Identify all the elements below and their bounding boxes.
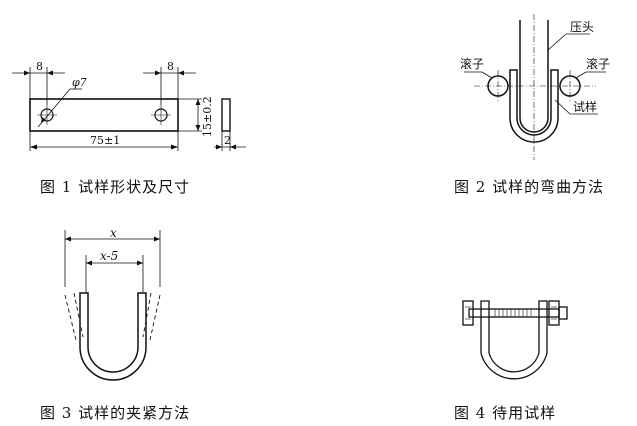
length-label: 75±1 bbox=[90, 134, 120, 147]
inner-width-label: x-5 bbox=[100, 249, 118, 263]
hole-diameter-label: φ7 bbox=[72, 76, 87, 89]
figure-3-caption: 图 3 试样的夹紧方法 bbox=[40, 404, 191, 422]
thickness-label: 2 bbox=[224, 134, 231, 147]
roller-right-label: 滚子 bbox=[586, 56, 610, 71]
outer-width-label: x bbox=[110, 226, 117, 240]
ready-specimen bbox=[480, 300, 548, 380]
specimen-bar bbox=[29, 98, 179, 132]
nut-right bbox=[548, 300, 560, 326]
dim-left-8: 8 bbox=[36, 60, 43, 73]
roller-left-label: 滚子 bbox=[460, 56, 484, 71]
dim-right-8: 8 bbox=[167, 60, 174, 73]
figure-4-caption: 图 4 待用试样 bbox=[454, 404, 557, 422]
height-label: 15±0.2 bbox=[201, 96, 214, 137]
figure-1-caption: 图 1 试样形状及尺寸 bbox=[40, 178, 191, 196]
figure-2-bending-method: 压头 滚子 滚子 试样 bbox=[460, 14, 610, 160]
press-head bbox=[519, 20, 549, 133]
nut-left bbox=[462, 300, 474, 326]
figure-2-caption: 图 2 试样的弯曲方法 bbox=[454, 178, 605, 196]
press-head-label: 压头 bbox=[570, 20, 594, 34]
specimen-side-view bbox=[221, 98, 231, 132]
figure-3-clamping-method: x x-5 bbox=[64, 226, 161, 381]
clamped-specimen bbox=[79, 292, 147, 381]
bolt-rod bbox=[468, 308, 560, 318]
specimen-label: 试样 bbox=[573, 99, 597, 114]
bent-specimen bbox=[509, 69, 559, 143]
figure-1-specimen-drawing: 8 8 φ7 75±1 15±0.2 2 bbox=[12, 60, 246, 151]
figure-4-ready-specimen bbox=[462, 300, 568, 380]
